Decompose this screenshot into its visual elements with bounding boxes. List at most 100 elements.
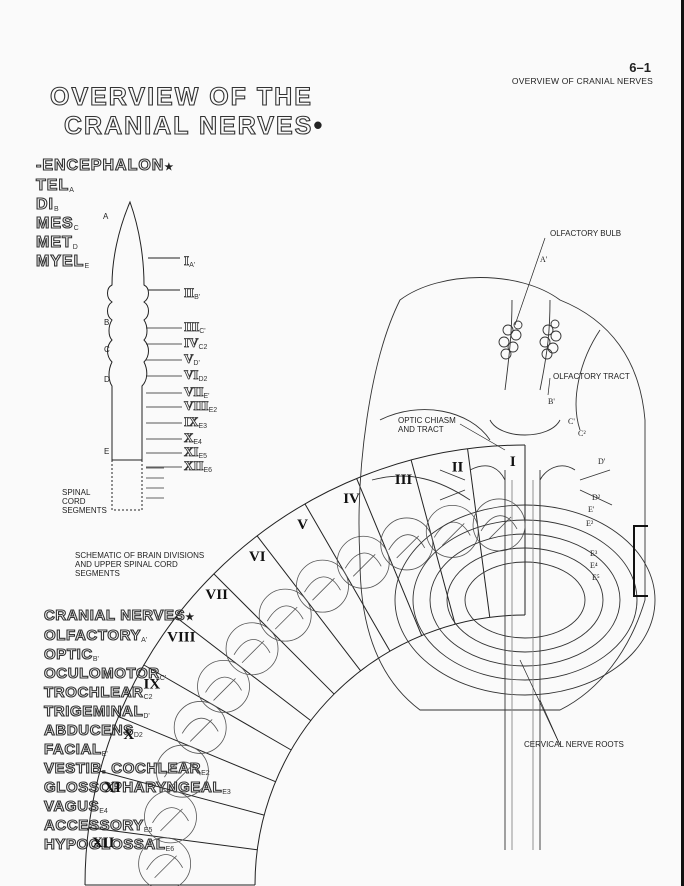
cranial-nerve-label: VESTIB. COCHLEAR <box>43 760 202 777</box>
cranial-nerve-item: OPTICB' <box>43 646 98 663</box>
schematic-nerve-sub: B' <box>194 294 201 301</box>
fan-section-number: VIII <box>167 630 196 646</box>
fan-section-number: II <box>452 459 464 475</box>
encephalon-item-label: DI <box>35 196 54 213</box>
schematic-nerve-label: XIE5 <box>184 445 207 460</box>
schematic-nerve-num: IX <box>184 414 199 429</box>
encephalon-item: MYELE <box>35 253 89 270</box>
cranial-nerve-sub: D' <box>143 713 150 720</box>
schematic-nerve-sub: E2 <box>208 407 218 414</box>
schematic-nerve-label: VID2 <box>184 367 208 383</box>
fan-divider <box>99 770 265 816</box>
encephalon-item-sub: D <box>72 244 78 251</box>
cranial-nerve-label: TRIGEMINAL <box>43 703 144 720</box>
cranial-nerve-item: VESTIB. COCHLEARE2 <box>43 760 210 777</box>
svg-text:E': E' <box>588 505 595 514</box>
cranial-nerve-item: HYPOGLOSSALE6 <box>43 836 175 853</box>
cervical-nerve-roots-label: CERVICAL NERVE ROOTS <box>524 740 624 749</box>
schematic-caption: SCHEMATIC OF BRAIN DIVISIONS AND UPPER S… <box>75 551 205 579</box>
optic-chiasm-label: OPTIC CHIASM AND TRACT <box>398 416 456 435</box>
schematic-letter: C <box>104 345 110 354</box>
schematic-letter: B <box>104 318 110 327</box>
svg-text:E⁵: E⁵ <box>592 573 600 582</box>
fan-section-sketch-detail <box>266 605 304 622</box>
schematic-nerve-label: IVC2 <box>184 335 208 351</box>
schematic-nerve-sub: D' <box>193 360 200 367</box>
svg-text:D': D' <box>598 457 606 466</box>
fan-divider <box>410 459 456 625</box>
cranial-nerve-item: OLFACTORYA' <box>43 627 147 644</box>
olfactory-tract-label: OLFACTORY TRACT <box>553 372 630 381</box>
cranial-nerve-label: FACIAL <box>43 741 102 758</box>
encephalon-item: MESC <box>35 215 78 232</box>
fan-divider <box>213 573 335 695</box>
fan-section-sketch <box>173 701 227 754</box>
cranial-nerve-label: HYPOGLOSSAL <box>43 836 166 853</box>
fan-section-nerve-path <box>488 516 512 540</box>
cranial-nerves-heading-text: CRANIAL NERVES <box>43 607 186 624</box>
svg-text:A': A' <box>540 255 548 264</box>
schematic-nerve-num: VII <box>184 384 204 399</box>
fan-section-number: XI <box>104 780 121 796</box>
schematic-nerve-num: X <box>184 430 194 445</box>
cranial-nerve-item: TROCHLEARC2 <box>43 684 153 701</box>
schematic-nerve-label: IIB' <box>184 286 201 301</box>
schematic-nerve-sub: C' <box>199 328 206 335</box>
cranial-nerve-sub: E6 <box>165 846 175 853</box>
fan-section-sketch-detail <box>146 854 183 870</box>
spinal-cord-label: SPINAL CORD SEGMENTS <box>62 488 107 516</box>
fan-divider <box>175 616 312 722</box>
olfactory-bulb-label: OLFACTORY BULB <box>550 229 622 238</box>
fan-section-sketch <box>258 588 312 642</box>
fan-section-nerve-path <box>441 523 465 546</box>
schematic-nerve-num: VIII <box>184 398 209 413</box>
fan-divider <box>118 716 276 783</box>
fan-section-number: III <box>395 472 413 488</box>
fan-section-sketch <box>225 622 279 676</box>
cranial-nerves-heading: CRANIAL NERVES★ <box>43 607 195 624</box>
schematic-nerve-label: XE4 <box>184 431 202 446</box>
fan-section-number: I <box>510 454 516 470</box>
fan-section-number: VII <box>205 587 228 603</box>
fan-section-sketch-detail <box>181 717 219 734</box>
schematic-nerve-label: VD' <box>184 352 200 367</box>
encephalon-heading-text: -ENCEPHALON <box>35 157 165 174</box>
cranial-nerve-sub: E2 <box>201 770 210 777</box>
encephalon-item-label: MYEL <box>35 253 85 270</box>
schematic-nerve-num: XI <box>184 444 199 459</box>
schematic-nerve-sub: E4 <box>193 439 202 446</box>
fan-section-nerve-path <box>396 535 420 559</box>
fan-section-nerve-path <box>172 762 195 786</box>
encephalon-item-label: TEL <box>35 177 70 194</box>
fan-section-nerve-path <box>189 719 213 742</box>
schematic-nerve-sub: E6 <box>203 467 213 474</box>
fan-section-sketch-detail <box>152 807 189 824</box>
encephalon-item-label: MET <box>35 234 73 251</box>
cranial-nerve-sub: C2 <box>143 694 153 701</box>
cranial-nerve-label: VAGUS <box>43 798 100 815</box>
encephalon-mark: ★ <box>164 162 175 173</box>
schematic-nerve-label: IIIC' <box>184 320 206 335</box>
fan-section-sketch-detail <box>164 761 201 778</box>
fan-section-sketch <box>425 505 479 558</box>
fan-section-sketch <box>380 517 434 571</box>
schematic-nerve-label: XIIE6 <box>184 459 212 474</box>
fan-section-nerve-path <box>274 606 298 630</box>
schematic-nerve-num: IV <box>184 335 199 350</box>
svg-text:E⁴: E⁴ <box>590 561 598 570</box>
fan-section-number: V <box>297 517 308 533</box>
page-number: 6–1 <box>629 60 651 75</box>
svg-text:D²: D² <box>592 493 601 502</box>
cranial-nerve-sub: D2 <box>133 732 143 739</box>
fan-divider <box>88 827 258 851</box>
svg-text:C': C' <box>568 417 575 426</box>
cranial-nerve-label: TROCHLEAR <box>43 684 144 701</box>
schematic-nerve-num: VI <box>184 367 199 382</box>
page-subtitle: OVERVIEW OF CRANIAL NERVES <box>511 76 653 86</box>
fan-section-sketch <box>144 790 197 844</box>
cranial-nerve-label: ACCESSORY <box>43 817 144 834</box>
fan-section-sketch-detail <box>205 676 242 693</box>
cranial-nerve-sub: E3 <box>222 789 231 796</box>
